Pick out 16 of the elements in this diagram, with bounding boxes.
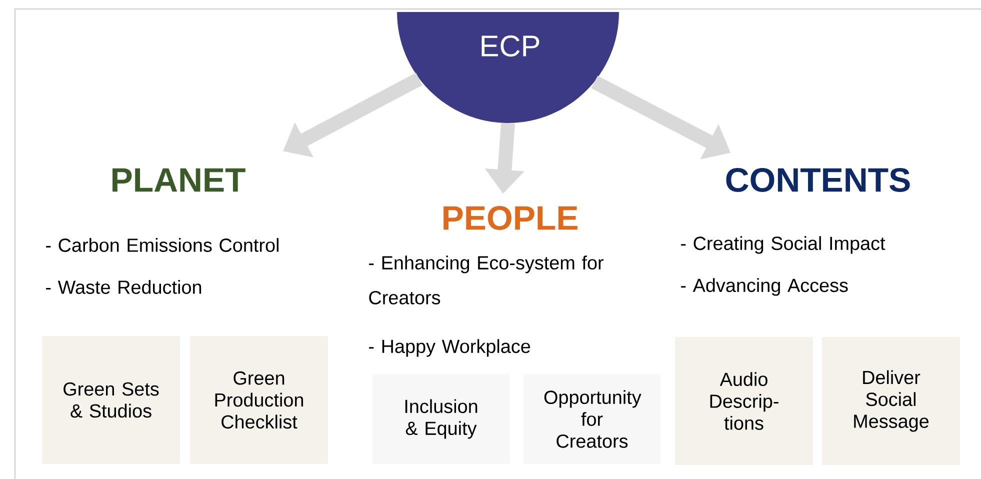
bullet-text: - Carbon Emissions Control	[46, 238, 278, 252]
bullet-text: - Happy Workplace	[369, 339, 530, 357]
bullet-text: - Advancing Access	[681, 278, 848, 296]
heading: PLANET	[112, 168, 246, 192]
category-box: Opportunity for Creators	[524, 374, 660, 464]
bullet-text: - Waste Reduction	[46, 280, 202, 294]
category-box: Deliver Social Message	[822, 337, 960, 465]
semicircle-badge: ECP	[397, 12, 619, 123]
category-box: Green Production Checklist	[190, 336, 328, 464]
heading: PEOPLE	[444, 206, 578, 230]
category-box: Audio Descrip- tions	[675, 337, 813, 465]
bullet-text: - Enhancing Eco-system for Creators	[369, 256, 604, 304]
heading: CONTENTS	[726, 168, 910, 192]
category-box: Green Sets & Studios	[42, 336, 180, 464]
category-box: Inclusion & Equity	[372, 374, 510, 464]
bullet-text: - Creating Social Impact	[681, 236, 886, 254]
